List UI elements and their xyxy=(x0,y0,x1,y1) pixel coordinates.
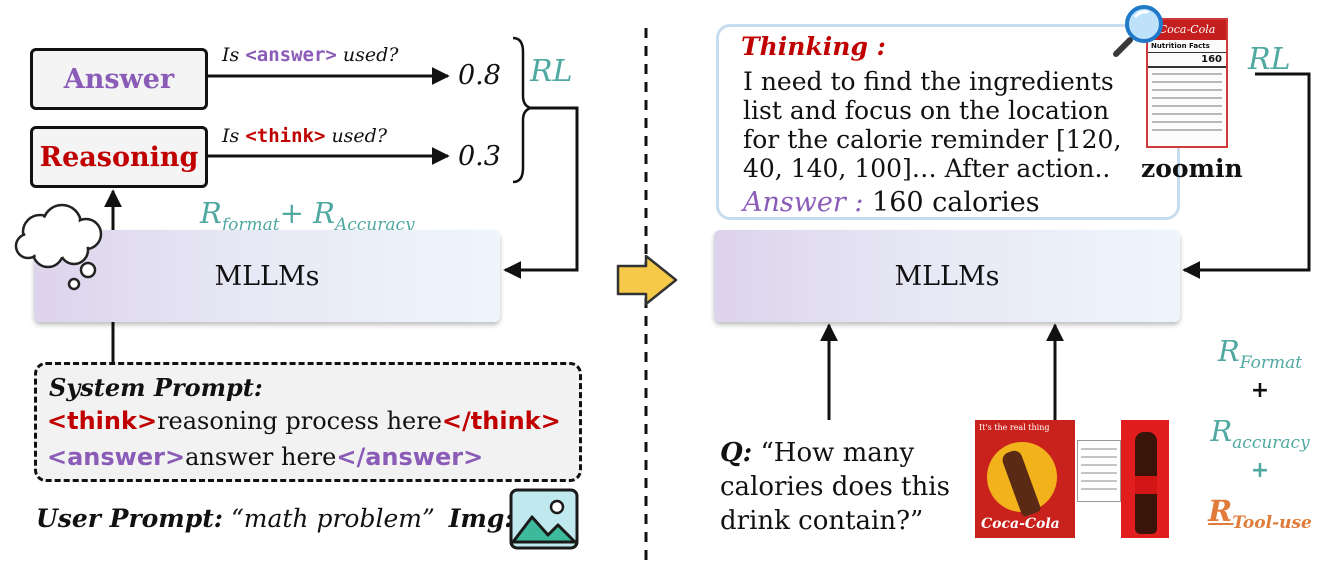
answer-question-pre: Is xyxy=(222,44,240,66)
reward-plus-2: + xyxy=(1250,458,1270,483)
nutrition-rows xyxy=(1152,73,1222,131)
nutrition-brand: Coca-Cola xyxy=(1148,20,1226,40)
right-mllm-box: MLLMs xyxy=(714,230,1180,322)
nutrition-calories: 160 xyxy=(1148,53,1226,68)
ad-nutrition-rows xyxy=(1081,448,1117,490)
left-mllm-label: MLLMs xyxy=(214,260,320,292)
answer-box: Answer xyxy=(30,48,208,110)
answer-score: 0.8 xyxy=(458,60,501,91)
think-question: Is <think> used? xyxy=(222,125,387,147)
thinking-line: I need to find the ingredients xyxy=(743,67,1114,96)
left-rl-feedback-arrow xyxy=(503,106,579,279)
think-question-pre: Is xyxy=(222,125,240,147)
reward-accuracy-sub: accuracy xyxy=(1232,432,1310,453)
nutrition-label-image: Coca-Cola Nutrition Facts 160 xyxy=(1146,18,1228,148)
thinking-answer: Answer : 160 calories xyxy=(743,187,1040,218)
thinking-line: 40, 140, 100]… After action.. xyxy=(743,154,1111,183)
reward-accuracy-r: R xyxy=(1210,414,1233,448)
thinking-answer-label: Answer : xyxy=(743,187,864,218)
reward-accuracy-sub: Accuracy xyxy=(334,214,415,235)
answer-tag: <answer> xyxy=(245,44,337,66)
reward-tool-use-r: R xyxy=(1208,494,1233,528)
thinking-text: I need to find the ingredients list and … xyxy=(743,67,1121,183)
reward-format: RFormat xyxy=(1196,334,1324,378)
answer-open-tag: <answer> xyxy=(47,443,186,471)
reward-tool-use-sub: Tool-use xyxy=(1232,512,1312,533)
image-placeholder-icon xyxy=(509,488,579,550)
ad-nutrition-panel xyxy=(1077,440,1121,502)
answer-question-post: used? xyxy=(342,44,399,66)
think-text: reasoning process here xyxy=(157,407,442,435)
system-prompt-box: System Prompt: <think>reasoning process … xyxy=(34,362,582,482)
user-prompt-line: User Prompt: “math problem” Img: xyxy=(36,504,514,533)
answer-close-tag: </answer> xyxy=(336,443,484,471)
question-line-1: Q: “How many xyxy=(720,436,950,470)
ad-bottle-label xyxy=(1135,476,1157,494)
answer-text: answer here xyxy=(185,443,337,471)
nutrition-title: Nutrition Facts xyxy=(1148,40,1226,53)
left-mllm-box: MLLMs xyxy=(34,230,500,322)
thinking-line: list and focus on the location xyxy=(743,96,1110,125)
magnifier-icon xyxy=(1113,5,1163,57)
think-close-tag: </think> xyxy=(441,407,561,435)
think-question-post: used? xyxy=(331,125,388,147)
thought-cloud-icon xyxy=(14,203,103,291)
reward-format-sub: format xyxy=(221,214,280,235)
img-label: Img: xyxy=(448,504,514,533)
thinking-answer-value: 160 calories xyxy=(872,187,1040,218)
right-mllm-label: MLLMs xyxy=(894,260,1000,292)
reward-format-sub: Format xyxy=(1239,352,1303,373)
question-line: “How many xyxy=(760,438,915,468)
reasoning-box: Reasoning xyxy=(30,126,208,188)
system-prompt-think-line: <think>reasoning process here</think> xyxy=(47,407,561,435)
reward-format-r: R xyxy=(200,196,222,230)
right-rl-feedback-arrow xyxy=(1182,72,1311,279)
system-prompt-answer-line: <answer>answer here</answer> xyxy=(47,443,483,471)
thinking-box: Thinking : I need to find the ingredient… xyxy=(716,24,1180,220)
reasoning-box-label: Reasoning xyxy=(39,141,199,173)
reward-plus: + xyxy=(279,196,304,230)
score-brace xyxy=(512,36,532,184)
answer-question: Is <answer> used? xyxy=(222,44,398,66)
zoomin-label: zoomin xyxy=(1141,154,1243,183)
right-rl-label: RL xyxy=(1248,42,1291,77)
reward-tool-use: RTool-use xyxy=(1196,494,1324,533)
ad-bottle-right xyxy=(1135,432,1157,534)
left-reward-formula: Rformat+ RAccuracy xyxy=(200,196,415,235)
transition-arrow-icon xyxy=(616,254,678,306)
answer-box-label: Answer xyxy=(63,63,175,95)
reasoning-score: 0.3 xyxy=(458,141,501,172)
ad-brand-script: Coca-Cola xyxy=(981,516,1060,532)
question-label: Q: xyxy=(720,438,753,468)
reward-format-r: R xyxy=(1217,334,1240,368)
reward-stack: RFormat + Raccuracy + RTool-use xyxy=(1196,334,1324,533)
coca-cola-ad-image: It's the real thing Coca-Cola xyxy=(975,420,1169,538)
thinking-label: Thinking : xyxy=(741,32,886,61)
system-prompt-title: System Prompt: xyxy=(49,373,263,402)
question-line: calories does this xyxy=(720,472,950,502)
reward-accuracy: Raccuracy xyxy=(1196,414,1324,458)
think-open-tag: <think> xyxy=(47,407,158,435)
thinking-line: for the calorie reminder [120, xyxy=(743,125,1122,154)
question-text: Q: “How many calories does this drink co… xyxy=(720,436,950,538)
reward-plus-1: + xyxy=(1250,378,1270,403)
left-rl-label: RL xyxy=(530,54,573,89)
ad-left-panel: It's the real thing Coca-Cola xyxy=(975,420,1075,538)
ad-tagline: It's the real thing xyxy=(979,423,1050,432)
user-prompt-label: User Prompt: xyxy=(36,504,224,533)
ad-right-panel xyxy=(1121,420,1169,538)
user-prompt-text: “math problem” xyxy=(230,504,435,533)
think-tag: <think> xyxy=(245,125,326,147)
reward-accuracy-r: R xyxy=(313,196,335,230)
question-line: drink contain?” xyxy=(720,506,924,536)
